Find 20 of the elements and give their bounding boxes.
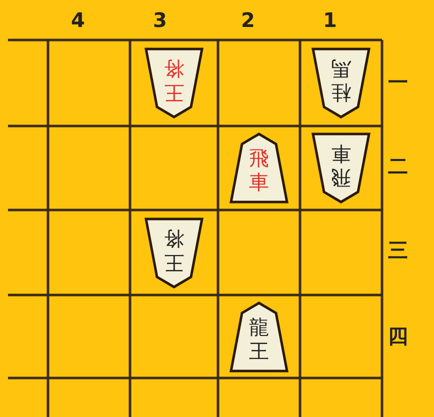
piece-name: 王将 xyxy=(163,57,185,105)
rank-numeral: 四 xyxy=(387,326,409,346)
shogi-piece xyxy=(311,132,371,204)
column-number: 3 xyxy=(152,10,168,30)
shogi-piece xyxy=(229,132,289,204)
shogi-piece xyxy=(229,300,289,372)
piece-name: 桂馬 xyxy=(330,57,352,105)
piece-name: 飛車 xyxy=(330,142,352,190)
shogi-piece xyxy=(144,47,204,119)
column-number: 4 xyxy=(70,10,86,30)
column-number: 1 xyxy=(322,10,338,30)
piece-name: 龍王 xyxy=(248,314,270,362)
piece-name: 王将 xyxy=(163,226,185,274)
column-number: 2 xyxy=(240,10,256,30)
shogi-piece xyxy=(311,47,371,119)
rank-numeral: 三 xyxy=(387,240,409,260)
shogi-piece xyxy=(144,216,204,288)
rank-numeral: 二 xyxy=(387,156,409,176)
rank-numeral: 一 xyxy=(387,72,409,92)
piece-name: 飛車 xyxy=(248,146,270,194)
